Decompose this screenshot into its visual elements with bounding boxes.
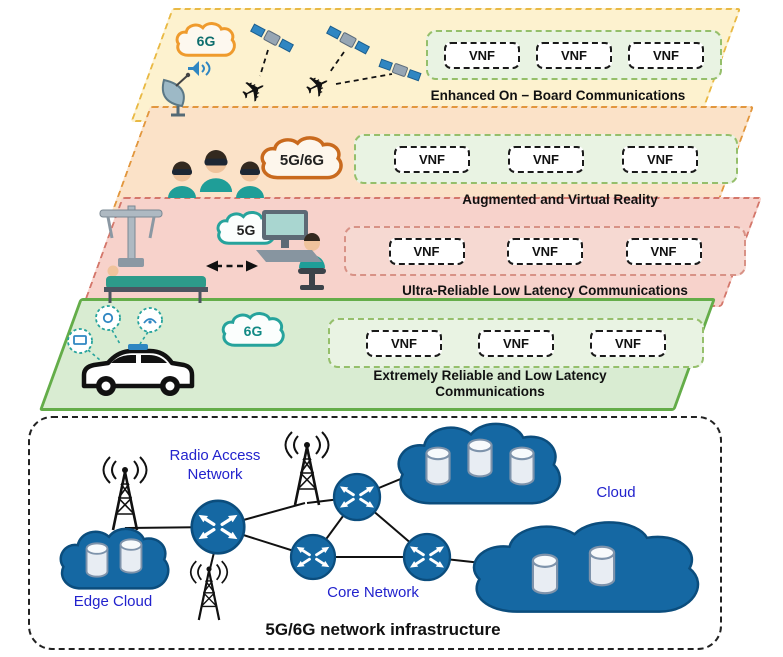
- slice-title-onboard: Enhanced On − Board Communications: [430, 88, 686, 103]
- vnf-box: VNF: [444, 41, 520, 69]
- vnf-box: VNF: [622, 145, 698, 173]
- vnf-group-urllc: VNF VNF VNF: [344, 226, 746, 276]
- infrastructure-box: [28, 416, 722, 650]
- infrastructure-title: 5G/6G network infrastructure: [265, 620, 501, 639]
- vnf-box: VNF: [625, 237, 702, 265]
- cloud-label-6g: 6G: [243, 323, 263, 339]
- edge-cloud-label: Edge Cloud: [73, 593, 153, 610]
- cloud-label-6g: 6G: [196, 33, 216, 49]
- vnf-group-arvr: VNF VNF VNF: [354, 134, 738, 184]
- cloud-label: Cloud: [596, 484, 636, 501]
- vnf-box: VNF: [388, 237, 465, 265]
- vnf-box: VNF: [507, 237, 583, 265]
- vnf-box: VNF: [590, 329, 666, 357]
- vnf-box: VNF: [628, 41, 704, 69]
- radio-access-network-label: Radio Access Network: [169, 447, 261, 483]
- vnf-box: VNF: [508, 145, 584, 173]
- vnf-group-onboard: VNF VNF VNF: [426, 30, 722, 80]
- vnf-box: VNF: [478, 329, 554, 357]
- vnf-group-erllc: VNF VNF VNF: [328, 318, 704, 368]
- cloud-label-5g6g: 5G/6G: [279, 152, 325, 169]
- slice-title-erllc: Extremely Reliable and Low Latency Commu…: [373, 368, 607, 400]
- slice-title-arvr: Augmented and Virtual Reality: [462, 192, 658, 207]
- slice-title-urllc: Ultra-Reliable Low Latency Communication…: [402, 283, 688, 298]
- cloud-label-5g: 5G: [236, 222, 256, 238]
- core-network-label: Core Network: [327, 584, 419, 601]
- vnf-box: VNF: [394, 145, 470, 173]
- vnf-box: VNF: [366, 329, 442, 357]
- vnf-box: VNF: [536, 41, 612, 69]
